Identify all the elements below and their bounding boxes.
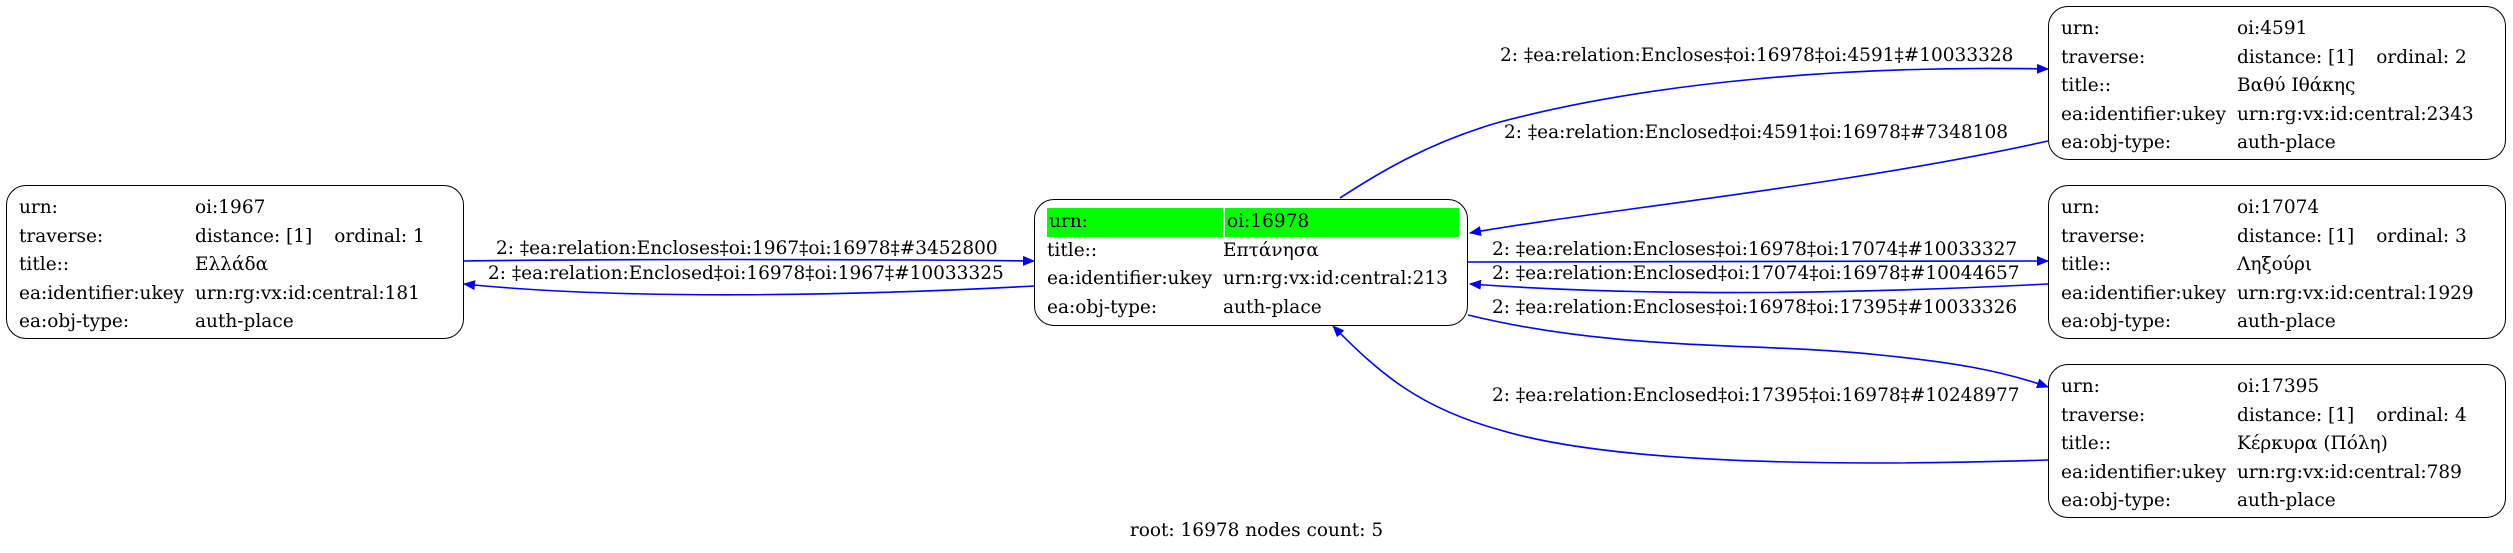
node-distance: distance: [1]: [2237, 46, 2355, 68]
edge-17395-enclosed-16978: [1332, 325, 2049, 464]
node-distance: distance: [1]: [195, 225, 313, 247]
node-urn: oi:4591: [2237, 18, 2308, 39]
node-row-urn: urn:oi:17074: [2061, 194, 2495, 223]
node-row-type: ea:obj-type:auth-place: [19, 308, 453, 337]
node-oi-1967[interactable]: urn:oi:1967 traverse:distance: [1]ordina…: [6, 185, 464, 339]
node-title: Ληξούρι: [2237, 254, 2313, 275]
edge-label-16978-encloses-17074: 2: ‡ea:relation:Encloses‡oi:16978‡oi:170…: [1492, 239, 2018, 260]
node-ordinal: ordinal: 3: [2376, 225, 2467, 247]
node-oi-17395[interactable]: urn:oi:17395 traverse:distance: [1]ordin…: [2048, 364, 2506, 518]
node-urn: oi:16978: [1225, 208, 1459, 237]
node-type: auth-place: [2237, 490, 2336, 511]
node-ordinal: ordinal: 4: [2376, 404, 2467, 426]
graph-footer: root: 16978 nodes count: 5: [1129, 520, 1384, 541]
edge-17074-enclosed-16978: [1469, 279, 2049, 294]
node-row-traverse: traverse:distance: [1]ordinal: 4: [2061, 402, 2495, 431]
node-row-urn: urn:oi:1967: [19, 194, 453, 223]
node-row-urn: urn:oi:4591: [2061, 15, 2495, 44]
node-row-urn-highlighted: urn:oi:16978: [1047, 208, 1459, 237]
node-row-title: title::Ελλάδα: [19, 251, 453, 280]
node-row-type: ea:obj-type:auth-place: [1047, 294, 1457, 323]
node-type: auth-place: [195, 311, 294, 332]
node-ukey: urn:rg:vx:id:central:213: [1223, 268, 1448, 289]
edge-4591-enclosed-16978: [1469, 140, 2049, 237]
node-ukey: urn:rg:vx:id:central:181: [195, 282, 420, 304]
node-type: auth-place: [2237, 132, 2336, 153]
node-ordinal: ordinal: 1: [334, 225, 425, 247]
node-oi-16978-root[interactable]: urn:oi:16978 title::Επτάνησα ea:identifi…: [1034, 199, 1468, 326]
node-type: auth-place: [2237, 311, 2336, 332]
edge-16978-enclosed-1967: [463, 280, 1035, 296]
node-type: auth-place: [1223, 296, 1322, 318]
node-row-type: ea:obj-type:auth-place: [2061, 487, 2495, 516]
edge-16978-encloses-17395: [1467, 314, 2049, 389]
node-ordinal: ordinal: 2: [2376, 46, 2467, 68]
edge-16978-encloses-17074: [1467, 256, 2049, 267]
node-urn: oi:17074: [2237, 197, 2320, 218]
node-distance: distance: [1]: [2237, 404, 2355, 426]
node-row-type: ea:obj-type:auth-place: [2061, 129, 2495, 158]
edge-16978-encloses-4591: [1339, 63, 2049, 199]
node-title: Ελλάδα: [195, 254, 269, 275]
node-row-title: title::Βαθύ Ιθάκης: [2061, 72, 2495, 101]
node-row-type: ea:obj-type:auth-place: [2061, 308, 2495, 337]
edge-label-16978-encloses-4591: 2: ‡ea:relation:Encloses‡oi:16978‡oi:459…: [1500, 45, 2014, 66]
node-oi-4591[interactable]: urn:oi:4591 traverse:distance: [1]ordina…: [2048, 6, 2506, 160]
node-title: Βαθύ Ιθάκης: [2237, 75, 2356, 96]
node-row-title: title::Κέρκυρα (Πόλη): [2061, 430, 2495, 459]
node-ukey: urn:rg:vx:id:central:2343: [2237, 103, 2474, 125]
node-urn: oi:17395: [2237, 376, 2320, 397]
node-title: Κέρκυρα (Πόλη): [2237, 433, 2388, 454]
node-ukey: urn:rg:vx:id:central:789: [2237, 461, 2462, 483]
edge-label-1967-encloses-16978: 2: ‡ea:relation:Encloses‡oi:1967‡oi:1697…: [496, 238, 998, 259]
edge-label-17074-enclosed-16978: 2: ‡ea:relation:Enclosed‡oi:17074‡oi:169…: [1492, 263, 2020, 284]
node-urn: oi:1967: [195, 197, 266, 218]
node-oi-17074[interactable]: urn:oi:17074 traverse:distance: [1]ordin…: [2048, 185, 2506, 339]
edge-label-4591-enclosed-16978: 2: ‡ea:relation:Enclosed‡oi:4591‡oi:1697…: [1504, 122, 2008, 143]
node-ukey: urn:rg:vx:id:central:1929: [2237, 282, 2474, 304]
node-row-traverse: traverse:distance: [1]ordinal: 1: [19, 223, 453, 252]
edge-label-16978-encloses-17395: 2: ‡ea:relation:Encloses‡oi:16978‡oi:173…: [1492, 297, 2018, 318]
node-row-title: title::Επτάνησα: [1047, 237, 1457, 266]
edge-label-16978-enclosed-1967: 2: ‡ea:relation:Enclosed‡oi:16978‡oi:196…: [488, 263, 1004, 284]
edge-1967-encloses-16978: [463, 255, 1035, 266]
node-distance: distance: [1]: [2237, 225, 2355, 247]
node-row-traverse: traverse:distance: [1]ordinal: 2: [2061, 44, 2495, 73]
node-title: Επτάνησα: [1223, 239, 1319, 261]
node-row-urn: urn:oi:17395: [2061, 373, 2495, 402]
node-row-title: title::Ληξούρι: [2061, 251, 2495, 280]
edge-label-17395-enclosed-16978: 2: ‡ea:relation:Enclosed‡oi:17395‡oi:169…: [1492, 385, 2020, 406]
node-row-traverse: traverse:distance: [1]ordinal: 3: [2061, 223, 2495, 252]
